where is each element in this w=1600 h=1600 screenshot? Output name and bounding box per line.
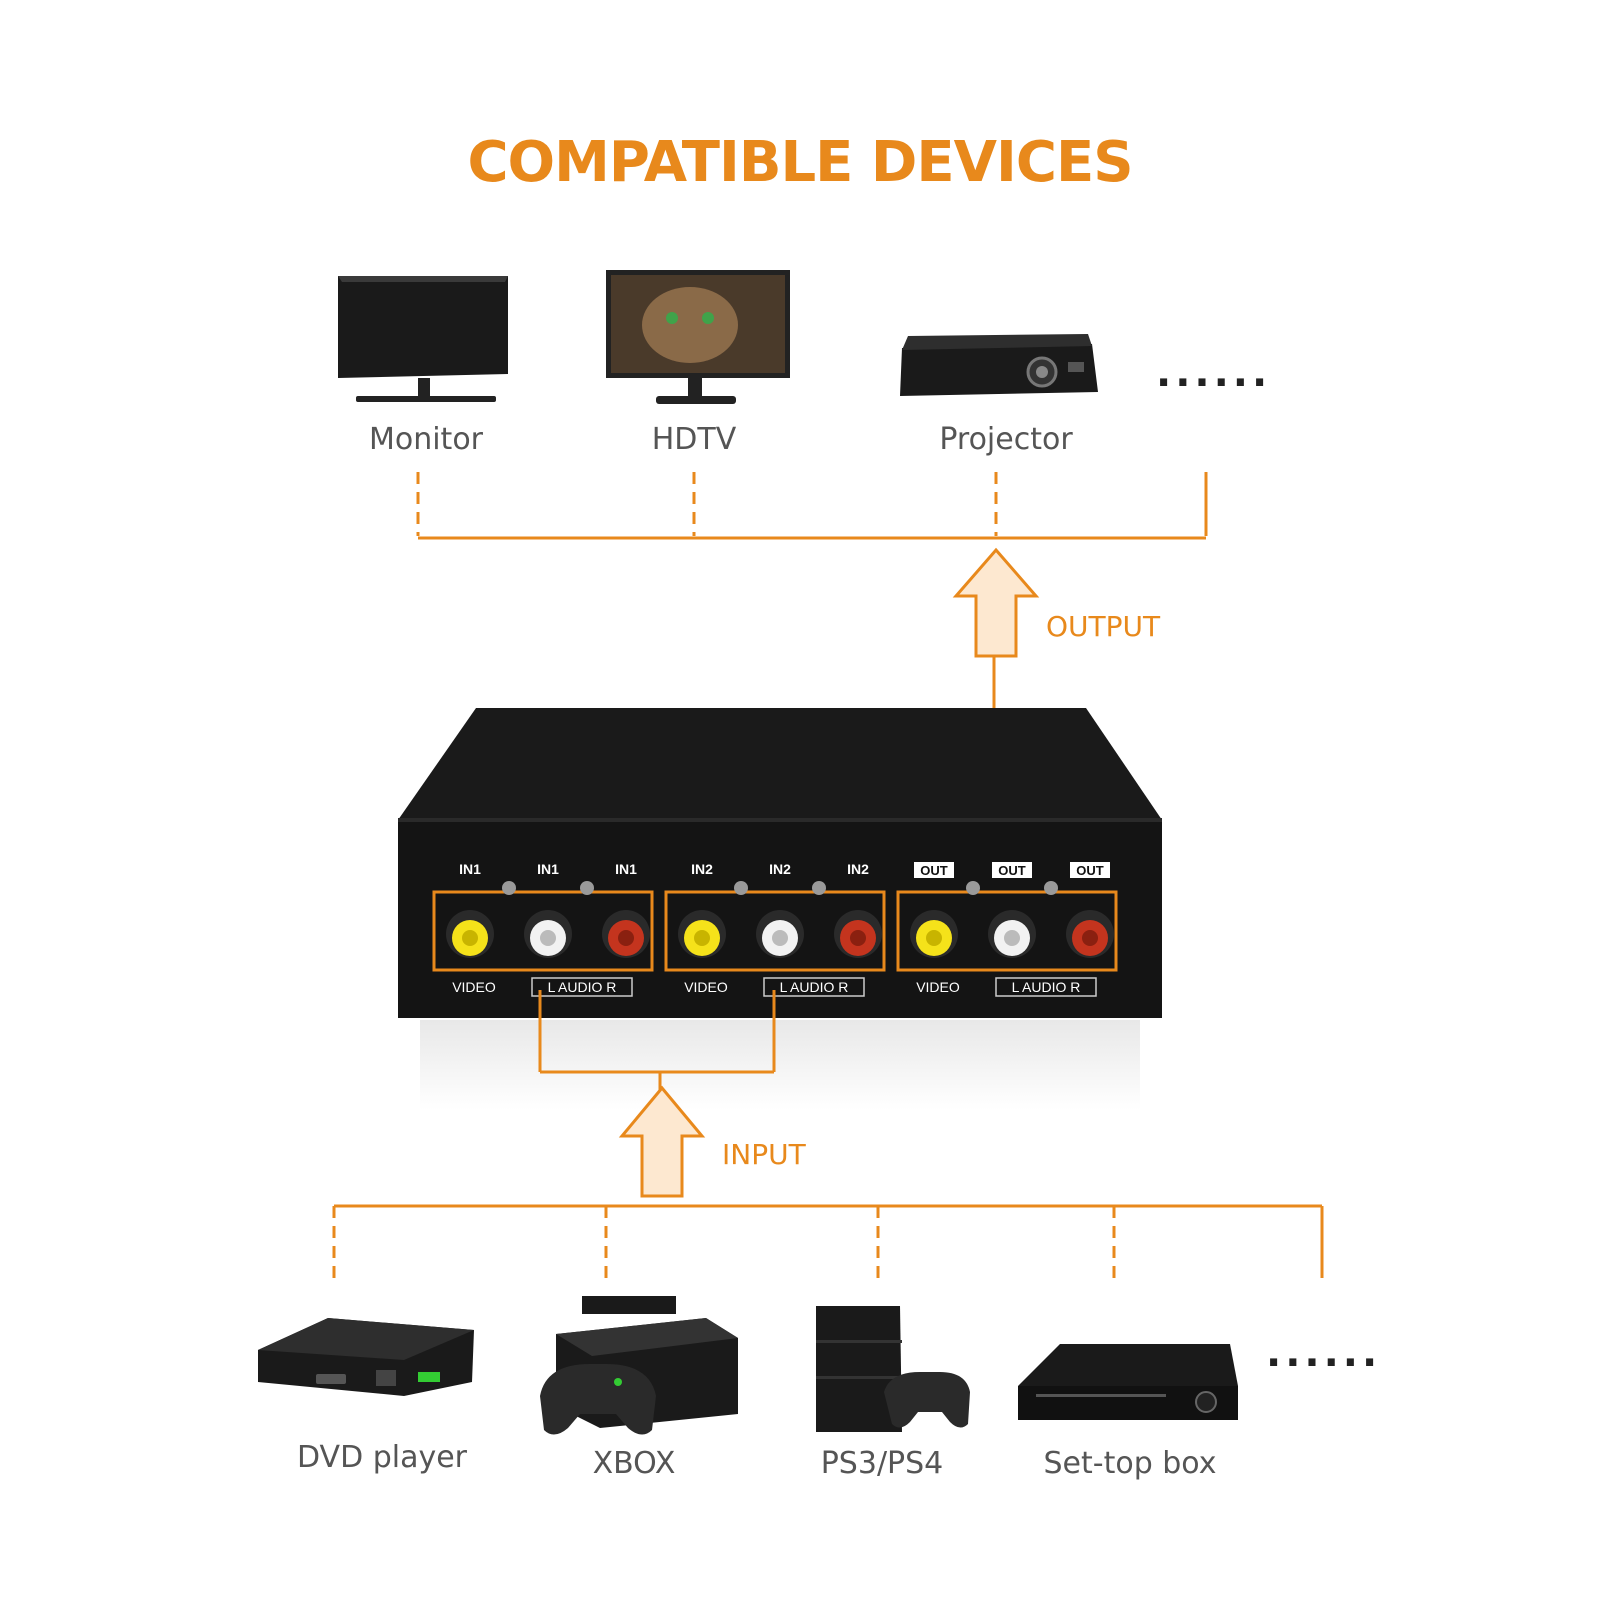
output-device-label-monitor: Monitor: [368, 422, 484, 457]
video-label: VIDEO: [452, 979, 496, 995]
out-label-background: [1070, 862, 1110, 878]
rca-jack-hole: [1082, 930, 1098, 946]
indicator-led: [812, 881, 826, 895]
indicator-led: [966, 881, 980, 895]
audio-label: L AUDIO R: [548, 979, 617, 995]
rca-jack-hole: [1004, 930, 1020, 946]
port-group-highlight: [432, 890, 654, 972]
input-device-label-xbox: XBOX: [592, 1446, 676, 1481]
indicator-led: [502, 881, 516, 895]
more-output-devices: ......: [1156, 350, 1272, 396]
port-label: IN2: [691, 861, 713, 877]
video-label: VIDEO: [916, 979, 960, 995]
input-bracket-top: [538, 990, 776, 1090]
audio-label: L AUDIO R: [780, 979, 849, 995]
input-bracket: [332, 1204, 1324, 1278]
out-label-background: [992, 862, 1032, 878]
xbox-icon: [540, 1296, 738, 1435]
ps4-icon: [816, 1306, 970, 1432]
projector-icon: [900, 334, 1098, 396]
rca-jack-hole: [850, 930, 866, 946]
audio-label: L AUDIO R: [1012, 979, 1081, 995]
output-device-label-projector: Projector: [939, 422, 1073, 457]
input-device-label-set-top-box: Set-top box: [1043, 1446, 1217, 1481]
rca-jack-hole: [926, 930, 942, 946]
port-group-3: OUT OUT OUT VIDEO L AUDIO R: [896, 862, 1118, 997]
port-group-highlight: [664, 890, 886, 972]
port-label: OUT: [998, 863, 1026, 878]
audio-label-box: [531, 977, 633, 997]
input-device-label-ps4: PS3/PS4: [820, 1446, 944, 1481]
audio-label-box: [995, 977, 1097, 997]
port-label: IN2: [769, 861, 791, 877]
port-label: IN2: [847, 861, 869, 877]
audio-label-box: [763, 977, 865, 997]
hdtv-icon: [606, 270, 790, 404]
video-label: VIDEO: [684, 979, 728, 995]
rca-jack-hole: [772, 930, 788, 946]
indicator-led: [734, 881, 748, 895]
indicator-led: [580, 881, 594, 895]
port-label: IN1: [615, 861, 637, 877]
set-top-box-icon: [1018, 1344, 1238, 1420]
port-label: IN1: [537, 861, 559, 877]
page-title: COMPATIBLE DEVICES: [467, 130, 1133, 195]
rca-jack-hole: [694, 930, 710, 946]
input-arrow: [618, 1085, 706, 1198]
rca-jack-hole: [618, 930, 634, 946]
rca-jack-hole: [462, 930, 478, 946]
out-label-background: [914, 862, 954, 878]
port-label: OUT: [1076, 863, 1104, 878]
dvd-player-icon: [258, 1318, 474, 1396]
input-label: INPUT: [722, 1138, 806, 1171]
port-label: IN1: [459, 861, 481, 877]
port-label: OUT: [920, 863, 948, 878]
port-group-highlight: [896, 890, 1118, 972]
output-device-label-hdtv: HDTV: [651, 422, 737, 457]
av-switch-box: [398, 708, 1162, 1110]
monitor-icon: [338, 276, 508, 402]
rca-jack-hole: [540, 930, 556, 946]
output-bracket: [416, 472, 1208, 540]
input-device-label-dvd-player: DVD player: [296, 1440, 468, 1475]
more-input-devices: ......: [1266, 1330, 1382, 1376]
indicator-led: [1044, 881, 1058, 895]
output-label: OUTPUT: [1046, 610, 1161, 643]
